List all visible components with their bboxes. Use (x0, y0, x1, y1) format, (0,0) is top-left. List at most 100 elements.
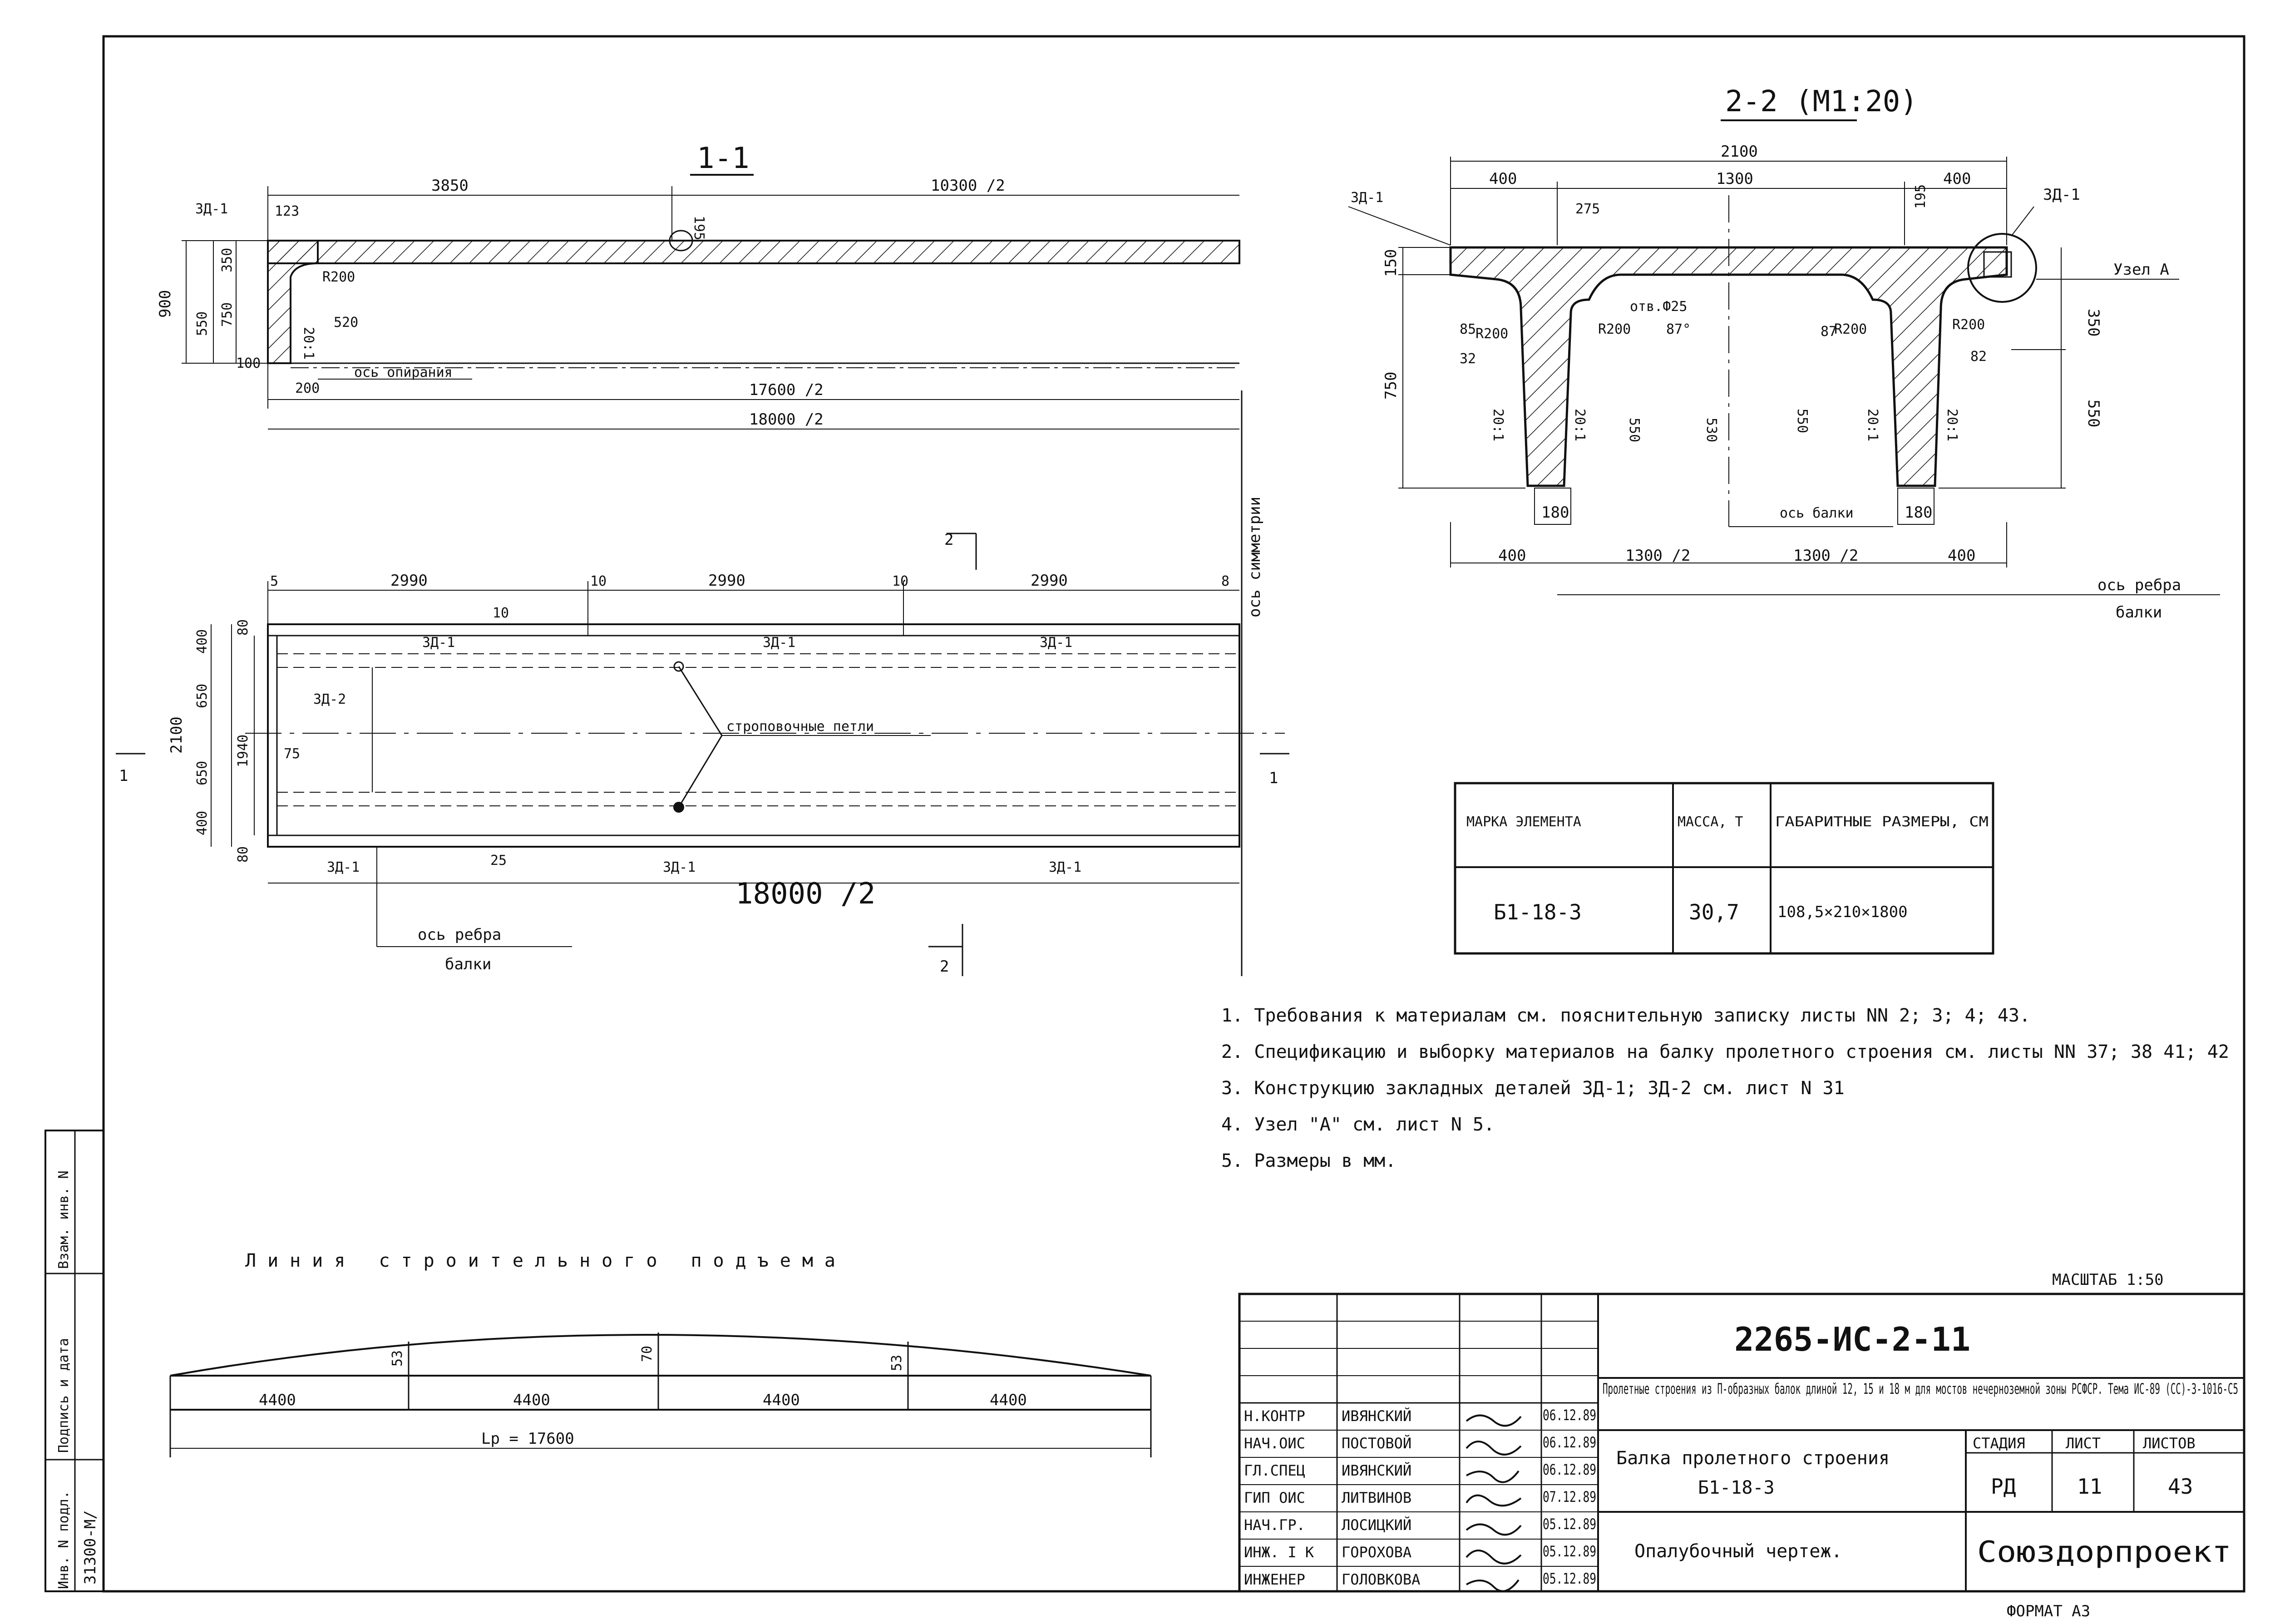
s22-dim-1300: 1300 (1716, 170, 1753, 188)
s22-hole: отв.Ф25 (1630, 299, 1687, 315)
title-block: МАСШТАБ 1:50 Н.КОНТР ИВЯНСКИЙ 06.12.89 Н… (1238, 1271, 2245, 1620)
s22-val-195: 195 (1913, 184, 1929, 209)
camber-seg-3: 4400 (763, 1391, 800, 1409)
plan-cut-left: 1 (119, 767, 128, 785)
axis-support-label: ось опирания (354, 365, 453, 380)
table-header-mass: МАССА, Т (1678, 814, 1743, 830)
staff-row: ГЛ.СПЕЦ ИВЯНСКИЙ 06.12.89 (1244, 1461, 1596, 1479)
staff-row: Н.КОНТР ИВЯНСКИЙ 06.12.89 (1244, 1407, 1596, 1425)
plan-rib-axis-1: ось ребра (418, 926, 501, 944)
table-cell-mass: 30,7 (1689, 900, 1739, 924)
dim-900: 900 (156, 290, 174, 318)
sheet-header: ЛИСТ (2066, 1435, 2101, 1452)
s22-dim-750: 750 (1382, 372, 1400, 400)
s22-angle: 87° (1666, 321, 1691, 337)
table-cell-size: 108,5×210×1800 (1777, 903, 1908, 921)
table-header-size: ГАБАРИТНЫЕ РАЗМЕРЫ, СМ (1775, 814, 1989, 830)
staff-row: ИНЖ. I К ГОРОХОВА 05.12.89 (1244, 1543, 1596, 1561)
note-4: 4. Узел "А" см. лист N 5. (1221, 1114, 1495, 1135)
note-2: 2. Спецификацию и выборку материалов на … (1221, 1042, 2229, 1062)
notes: 1. Требования к материалам см. пояснител… (1221, 1005, 2229, 1171)
s22-r200-d: R200 (1952, 317, 1985, 333)
drawing-code: 2265-ИС-2-11 (1734, 1320, 1970, 1358)
s22-slope-a: 20:1 (1490, 409, 1506, 441)
plan-cut-right: 1 (1269, 769, 1278, 787)
s22-mark-zd1-a: ЗД-1 (1351, 190, 1383, 206)
r200-s11: R200 (322, 269, 355, 285)
plan-outline (267, 623, 1240, 848)
staff-date: 05.12.89 (1543, 1570, 1596, 1587)
org-name: Союздорпроект (1977, 1535, 2231, 1569)
section-1-1: 1-1 3850 10300 /2 195 900 350 750 550 12… (156, 142, 1240, 429)
plan-mark-zd1-c: ЗД-1 (1040, 635, 1072, 651)
mark-table: МАРКА ЭЛЕМЕНТА МАССА, Т ГАБАРИТНЫЕ РАЗМЕ… (1454, 782, 1994, 955)
signature-marks (1466, 1414, 1522, 1592)
s22-slope-d: 20:1 (1944, 409, 1960, 441)
format-label: ФОРМАТ А3 (2007, 1602, 2090, 1620)
note-3: 3. Конструкцию закладных деталей ЗД-1; З… (1221, 1078, 1845, 1099)
side-field-replace: Взам. инв. N (56, 1170, 72, 1269)
s22-rib-w-a: 180 (1541, 503, 1569, 522)
s22-bdim-400-a: 400 (1498, 547, 1526, 565)
s22-r200-a: R200 (1476, 326, 1508, 342)
table-header-mark: МАРКА ЭЛЕМЕНТА (1466, 814, 1581, 830)
dim-550: 550 (194, 311, 210, 336)
stage-value: РД (1991, 1474, 2016, 1499)
s22-rib-w-b: 180 (1905, 503, 1932, 522)
s22-r200-c: R200 (1834, 321, 1867, 337)
staff-date: 05.12.89 (1543, 1543, 1596, 1560)
s22-val-87: 87 (1821, 324, 1837, 340)
side-stamp: Инв. N подл. Подпись и дата Взам. инв. N… (44, 1130, 104, 1592)
s22-bdim-400-b: 400 (1948, 547, 1975, 565)
s22-val-530: 530 (1703, 418, 1719, 442)
dim-350: 350 (219, 248, 235, 272)
s22-dim-400-a: 400 (1489, 170, 1517, 188)
camber-diagram: Линия строительного подъема 4400 4400 44… (169, 1250, 1152, 1457)
side-inv-no: 31300-М/ (81, 1510, 99, 1585)
side-field-inv: Инв. N подл. (56, 1491, 72, 1589)
staff-row: ИНЖЕНЕР ГОЛОВКОВА 05.12.89 (1244, 1570, 1596, 1588)
camber-val-53-a: 53 (390, 1350, 405, 1367)
plan-dim-650-a: 650 (194, 684, 210, 708)
plan-mark-zd1-f: ЗД-1 (1049, 859, 1081, 875)
val-195: 195 (691, 216, 707, 240)
staff-row: НАЧ.ОИС ПОСТОВОЙ 06.12.89 (1244, 1434, 1596, 1452)
plan-rib-axis-2: балки (445, 955, 491, 973)
s22-beam-axis: ось балки (1780, 505, 1854, 521)
plan-val-10: 10 (493, 605, 509, 621)
scale-label: МАСШТАБ 1:50 (2052, 1271, 2164, 1289)
staff-name: ИВЯНСКИЙ (1342, 1462, 1411, 1479)
staff-role: ГИП ОИС (1244, 1489, 1305, 1506)
plan-dim-80-b: 80 (235, 846, 251, 863)
plan-cut-bottom: 2 (940, 958, 949, 976)
s22-val-550-a: 550 (1626, 418, 1642, 442)
plan-dim-400-b: 400 (194, 811, 210, 835)
sheets-value: 43 (2168, 1474, 2193, 1499)
s22-mark-zd1-b: ЗД-1 (2043, 186, 2080, 204)
s22-r200-b: R200 (1598, 321, 1631, 337)
staff-role: НАЧ.ОИС (1244, 1435, 1305, 1452)
staff-name: ИВЯНСКИЙ (1342, 1407, 1411, 1425)
staff-date: 06.12.89 (1543, 1461, 1596, 1478)
dim-750: 750 (219, 302, 235, 327)
stage-header: СТАДИЯ (1973, 1435, 2025, 1452)
dim-17600: 17600 /2 (749, 381, 824, 399)
plan-dim-80-a: 80 (235, 619, 251, 636)
staff-role: ИНЖЕНЕР (1244, 1571, 1305, 1588)
plan-mark-zd1-e: ЗД-1 (663, 859, 696, 875)
s22-dim-400-b: 400 (1943, 170, 1971, 188)
dim-200: 200 (295, 380, 320, 396)
plan-dim-2990-c: 2990 (1031, 572, 1068, 590)
staff-name: ЛИТВИНОВ (1342, 1489, 1411, 1506)
dim-18000-s11: 18000 /2 (749, 410, 824, 429)
camber-lp: Lр = 17600 (481, 1430, 574, 1448)
plan-dim-400-a: 400 (194, 629, 210, 654)
staff-date: 05.12.89 (1543, 1515, 1596, 1533)
staff-row: ГИП ОИС ЛИТВИНОВ 07.12.89 (1244, 1488, 1596, 1506)
section-1-1-title: 1-1 (697, 142, 750, 175)
pi-beam-section (1449, 246, 2008, 487)
camber-seg-2: 4400 (513, 1391, 550, 1409)
s22-dim-350: 350 (2084, 309, 2102, 336)
s22-slope-c: 20:1 (1865, 409, 1880, 441)
s22-val-82: 82 (1970, 349, 1987, 365)
